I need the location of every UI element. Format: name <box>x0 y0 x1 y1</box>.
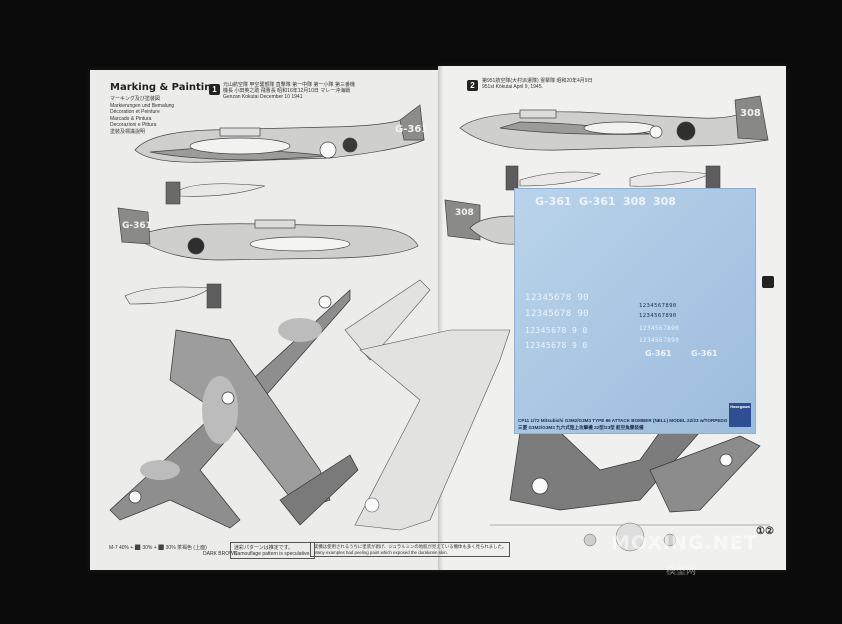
profile-308-left-side <box>444 199 517 245</box>
scheme-2-line: 951st Kōkutai April 9, 1945. <box>482 84 543 90</box>
subtitle-line: Decorazioni e Pittura <box>110 122 157 128</box>
decal-digits-small-white: 1234567890 <box>639 325 680 332</box>
decal-digits-small: 1234567890 <box>639 303 677 309</box>
paint-note-jp: 実機は使用されるうちに塗装が剥げ、ジュラルミンの地肌が見えている機体も多く見られ… <box>314 544 507 549</box>
decal-kit-label-en: CP11 1/72 Mitsubishi G3M2/G3M3 TYPE 96 A… <box>518 418 728 423</box>
scheme-2-line: 第951航空隊(大村派遣隊) 霊擊隊 昭和20年4月9日 <box>482 78 593 84</box>
right-edge-marker-2 <box>762 276 774 288</box>
color-legend: M-7 40% + ⬛ 30% + ⬛ 30% 茶褐色 (上面) <box>109 545 207 551</box>
marking-painting-title: Marking & Painting <box>110 82 219 93</box>
color-legend-name: DARK BROWN <box>203 551 238 557</box>
plan-view-top-camouflage <box>109 289 359 529</box>
decal-code: G-361 <box>535 195 572 208</box>
hasegawa-logo: Hasegawa <box>729 403 751 427</box>
front-view-outline <box>490 522 770 552</box>
plan-view-underside-outline <box>344 279 511 531</box>
profile-308-right-side <box>459 95 769 151</box>
camouflage-note: 迷彩パターンは推定です。 Camouflage pattern is specu… <box>230 542 315 559</box>
watermark-text: MOXING.NET <box>611 532 758 554</box>
page-fold <box>438 66 444 570</box>
camouflage-note-en: Camouflage pattern is speculative. <box>234 551 311 557</box>
subtitle-line: Markierungen und Bemalung <box>110 102 175 109</box>
decal-digits-mid: 12345678 9 0 <box>525 326 588 335</box>
profile-g361-left-side <box>117 207 419 261</box>
detail-nacelle-left <box>165 181 266 205</box>
watermark-cn: 模型网 <box>666 566 696 577</box>
scheme-2-badge: 2 <box>467 80 478 91</box>
detail-nacelle-right <box>505 165 721 191</box>
subtitle-line: 塗裝及標識說明 <box>110 128 146 135</box>
subtitle-line: Marcado & Pintura <box>110 115 152 122</box>
scheme-2-caption: 第951航空隊(大村派遣隊) 霊擊隊 昭和20年4月9日 951st Kōkut… <box>482 78 593 90</box>
decal-kit-label-jp: 三菱 G3M2/G3M3 九六式陸上攻撃機 22型/23型 航空魚雷装備 <box>518 425 644 430</box>
scheme-corner-marks: ①② <box>756 526 774 537</box>
decal-digits-small: 1234567890 <box>639 313 677 319</box>
camouflage-note-jp: 迷彩パターンは推定です。 <box>234 545 294 551</box>
decal-code: 308 <box>653 195 676 208</box>
decal-digits-large: 12345678 90 <box>525 309 590 319</box>
subtitle-line: Décoration et Peinture <box>110 109 160 115</box>
decal-digits-small-white: 1234567890 <box>639 337 680 344</box>
scheme-1-line: Genzan Kokutai December 10 1941 <box>223 94 303 100</box>
title-translations: マーキング及び塗装図 Markierungen und Bemalung Déc… <box>110 96 174 135</box>
profile-g361-right-side <box>134 104 425 163</box>
aircraft-code-g361-profile: G-361 <box>395 124 429 135</box>
aircraft-code-g361-tail: G-361 <box>122 221 152 231</box>
decal-sheet: G-361 G-361 308 308 12345678 90 12345678… <box>514 188 756 434</box>
decal-code: G-361 <box>579 195 616 208</box>
scheme-1-badge: 1 <box>209 84 220 95</box>
paint-note-en: Many examples had peeling paint which ex… <box>314 550 448 555</box>
plan-view-right-camouflage <box>509 431 761 513</box>
decal-digits-large: 12345678 90 <box>525 293 590 303</box>
aircraft-code-308-tail: 308 <box>740 108 761 119</box>
scheme-1-caption: 元山航空隊 甲空襲部隊 直撃隊 第一中隊 第一小隊 第三番機 機長 小田英之助 … <box>223 82 355 100</box>
detail-nacelle-left-2 <box>124 283 222 309</box>
decal-code-small: G-361 <box>645 349 672 358</box>
paint-note: 実機は使用されるうちに塗装が剥げ、ジュラルミンの地肌が見えている機体も多く見られ… <box>310 542 511 557</box>
subtitle-line: マーキング及び塗装図 <box>110 96 160 102</box>
decal-digits-mid: 12345678 9 0 <box>525 341 588 350</box>
aircraft-code-308-left: 308 <box>455 208 474 218</box>
decal-code-small: G-361 <box>691 349 718 358</box>
scheme-1-line: 元山航空隊 甲空襲部隊 直撃隊 第一中隊 第一小隊 第三番機 <box>223 82 355 88</box>
decal-code: 308 <box>623 195 646 208</box>
scheme-1-line: 機長 小田英之助 飛曹長 昭和16年12月10日 マレー沖海戦 <box>223 88 351 94</box>
